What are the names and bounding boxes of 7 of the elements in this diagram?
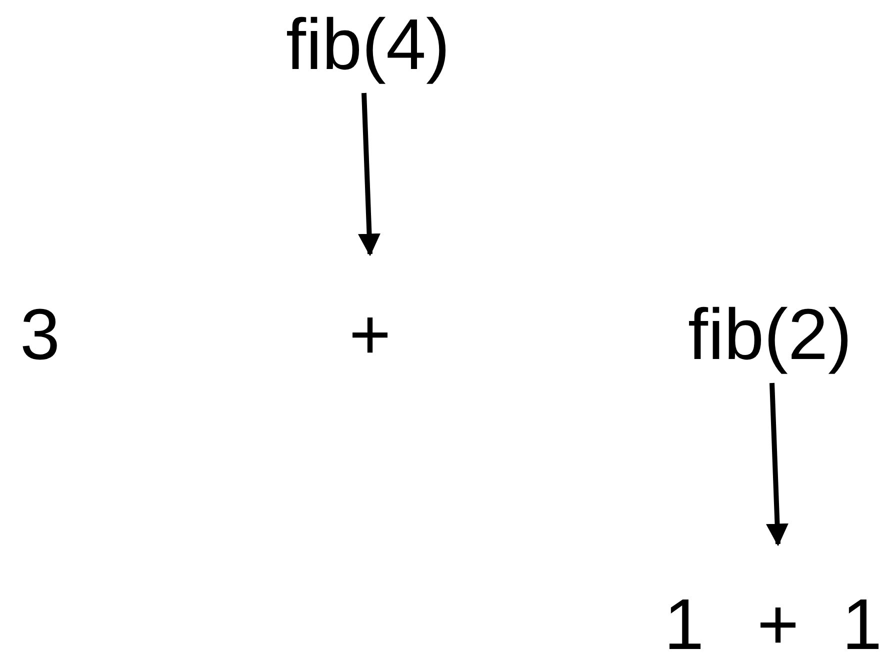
arrow <box>358 92 380 256</box>
arrow <box>766 382 788 546</box>
expression-text: 1 <box>664 589 704 661</box>
expression-text: + <box>348 299 392 371</box>
expression-text: 1 <box>842 589 882 661</box>
expression-text: 3 <box>20 299 60 371</box>
expression-text: + <box>756 589 800 661</box>
